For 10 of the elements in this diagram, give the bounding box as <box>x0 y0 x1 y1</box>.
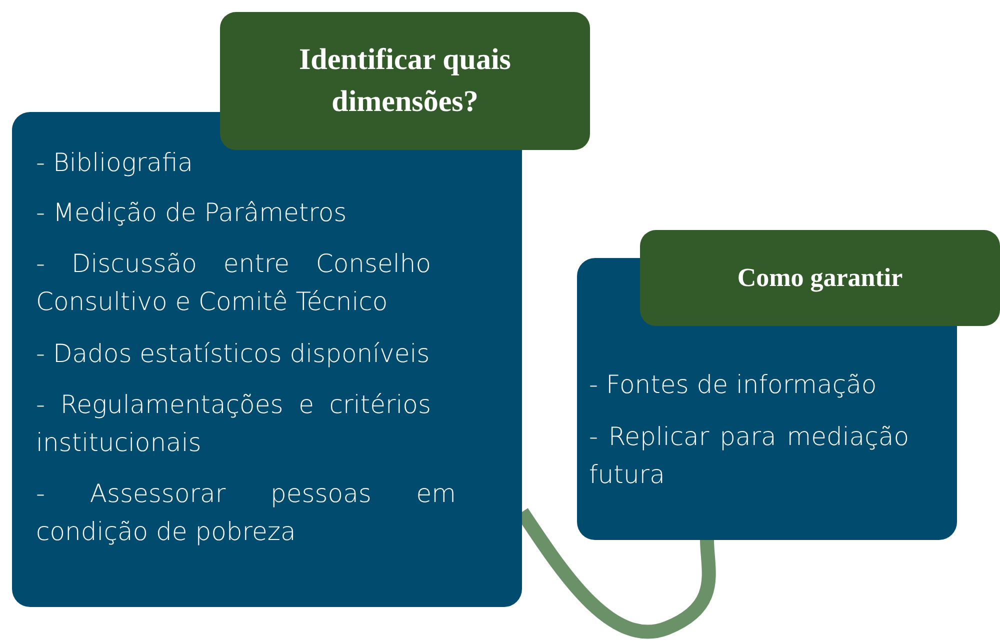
list-item: - Replicar para mediação futura <box>589 421 909 491</box>
list-item: - Regulamentações e critérios institucionais <box>36 389 431 459</box>
heading-tab: Como garantir <box>640 230 1000 326</box>
list-item: - Bibliografia <box>36 147 194 179</box>
list-item: - Medição de Parâmetros <box>36 197 348 229</box>
list-item: - Dados estatísticos disponíveis <box>36 338 431 370</box>
list-item: - Fontes de informação <box>589 369 878 401</box>
list-item: - Discussão entre Conselho Consultivo e Comitê Técnico <box>36 248 431 318</box>
heading-tab: Identificar quais dimensões? <box>220 12 590 150</box>
list-item: - Assessorar pessoas em condição de pobreza <box>36 478 456 548</box>
